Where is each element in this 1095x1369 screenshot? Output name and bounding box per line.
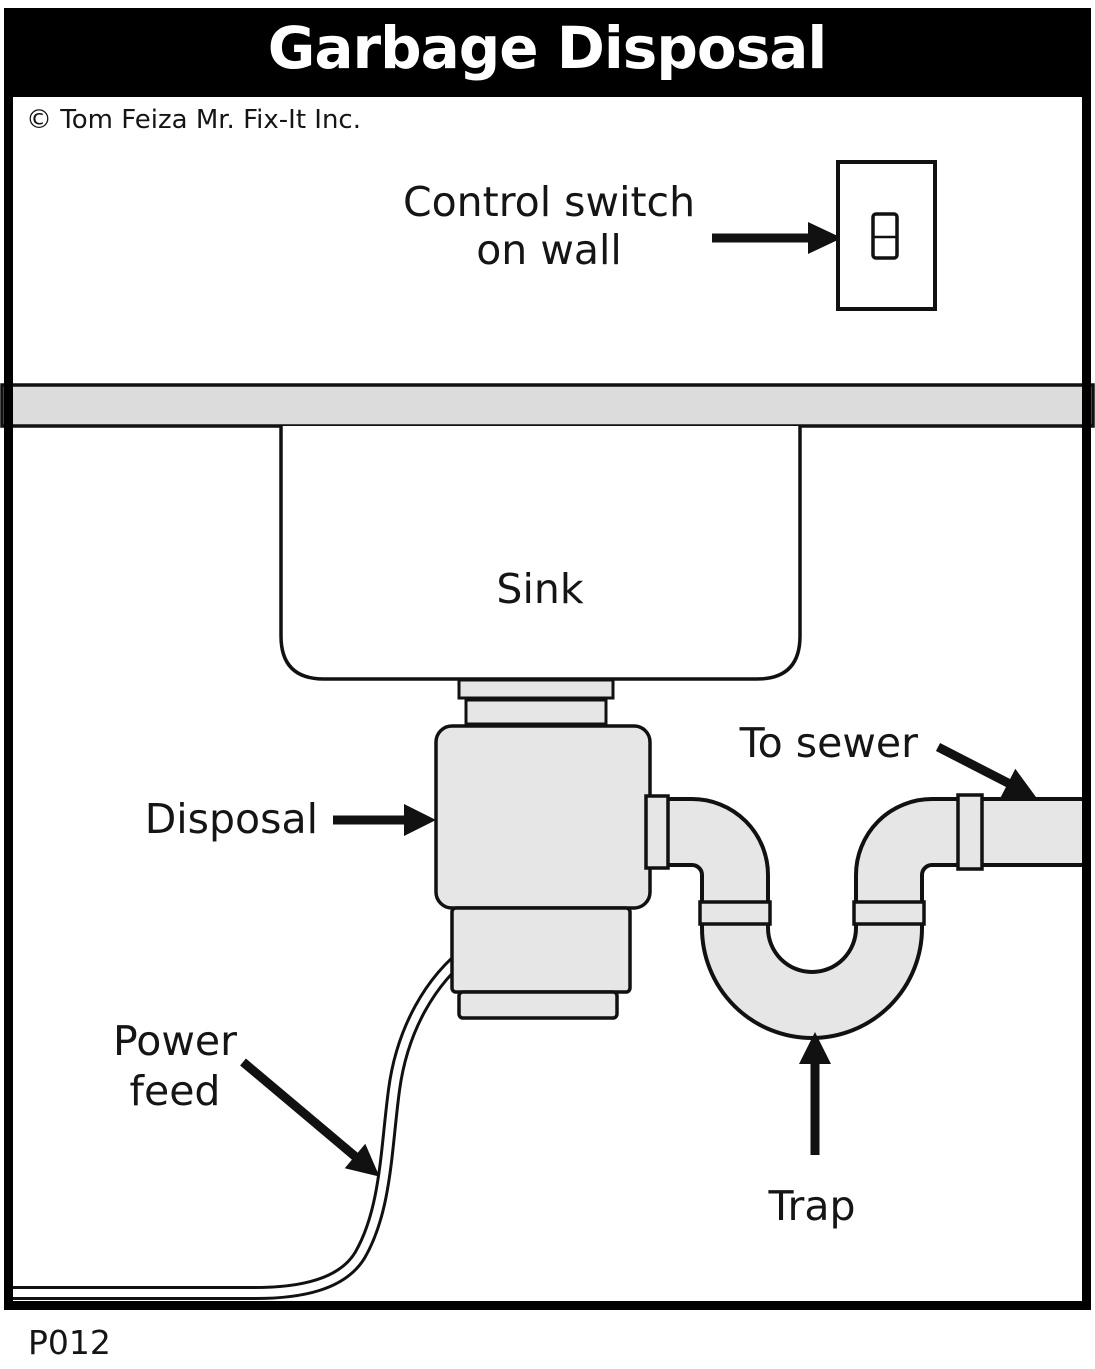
control-switch-label-line1: Control switch: [403, 178, 695, 226]
disposal-lower-housing: [450, 906, 632, 994]
trap-arrow: [799, 1032, 831, 1155]
arrow-head: [344, 1143, 380, 1177]
copyright-text: © Tom Feiza Mr. Fix-It Inc.: [26, 105, 361, 135]
power-feed-label-line1: Power: [113, 1017, 237, 1065]
wall-switch: [836, 160, 937, 311]
disposal-label: Disposal: [145, 795, 318, 843]
countertop: [0, 383, 1095, 428]
cable-core: [10, 946, 473, 1297]
power-feed-label: Power feed: [113, 1017, 237, 1115]
arrow-head: [404, 804, 436, 836]
sink-flange-upper: [457, 678, 615, 700]
arrow-head: [808, 222, 842, 254]
disposal-base: [457, 990, 619, 1020]
cable-outline: [10, 944, 475, 1300]
pipe-collar-sewer: [956, 793, 984, 871]
control-switch-arrow: [712, 222, 842, 254]
sink-basin: [279, 426, 802, 681]
title-bar: [4, 8, 1091, 88]
sink-label: Sink: [496, 565, 583, 613]
disposal-body: [434, 724, 652, 910]
pipe-collar-disposal-outlet: [644, 794, 670, 870]
trap-union-right: [852, 900, 926, 926]
arrow-shaft: [935, 742, 1013, 789]
disposal-arrow: [333, 804, 436, 836]
power-feed-arrow: [240, 1058, 380, 1177]
power-cable: [10, 944, 475, 1300]
to-sewer-label: To sewer: [739, 719, 919, 767]
pipe-fill: [650, 801, 1091, 1036]
control-switch-label-line2: on wall: [476, 226, 622, 274]
drain-pipe-assembly: [650, 797, 1091, 1040]
sink-flange-lower: [464, 698, 608, 726]
to-sewer-arrow: [935, 742, 1037, 798]
diagram-title: Garbage Disposal: [268, 14, 827, 82]
power-feed-label-line2: feed: [130, 1067, 221, 1115]
diagram-frame: [4, 88, 1091, 1310]
disposal-unit: [434, 724, 652, 1020]
trap-label: Trap: [767, 1182, 855, 1230]
figure-code: P012: [28, 1323, 111, 1362]
control-switch-label: Control switch on wall: [403, 178, 695, 274]
trap-union-left: [698, 900, 772, 926]
arrow-head: [799, 1032, 831, 1064]
arrow-shaft: [240, 1058, 360, 1162]
arrow-head: [1000, 768, 1037, 798]
